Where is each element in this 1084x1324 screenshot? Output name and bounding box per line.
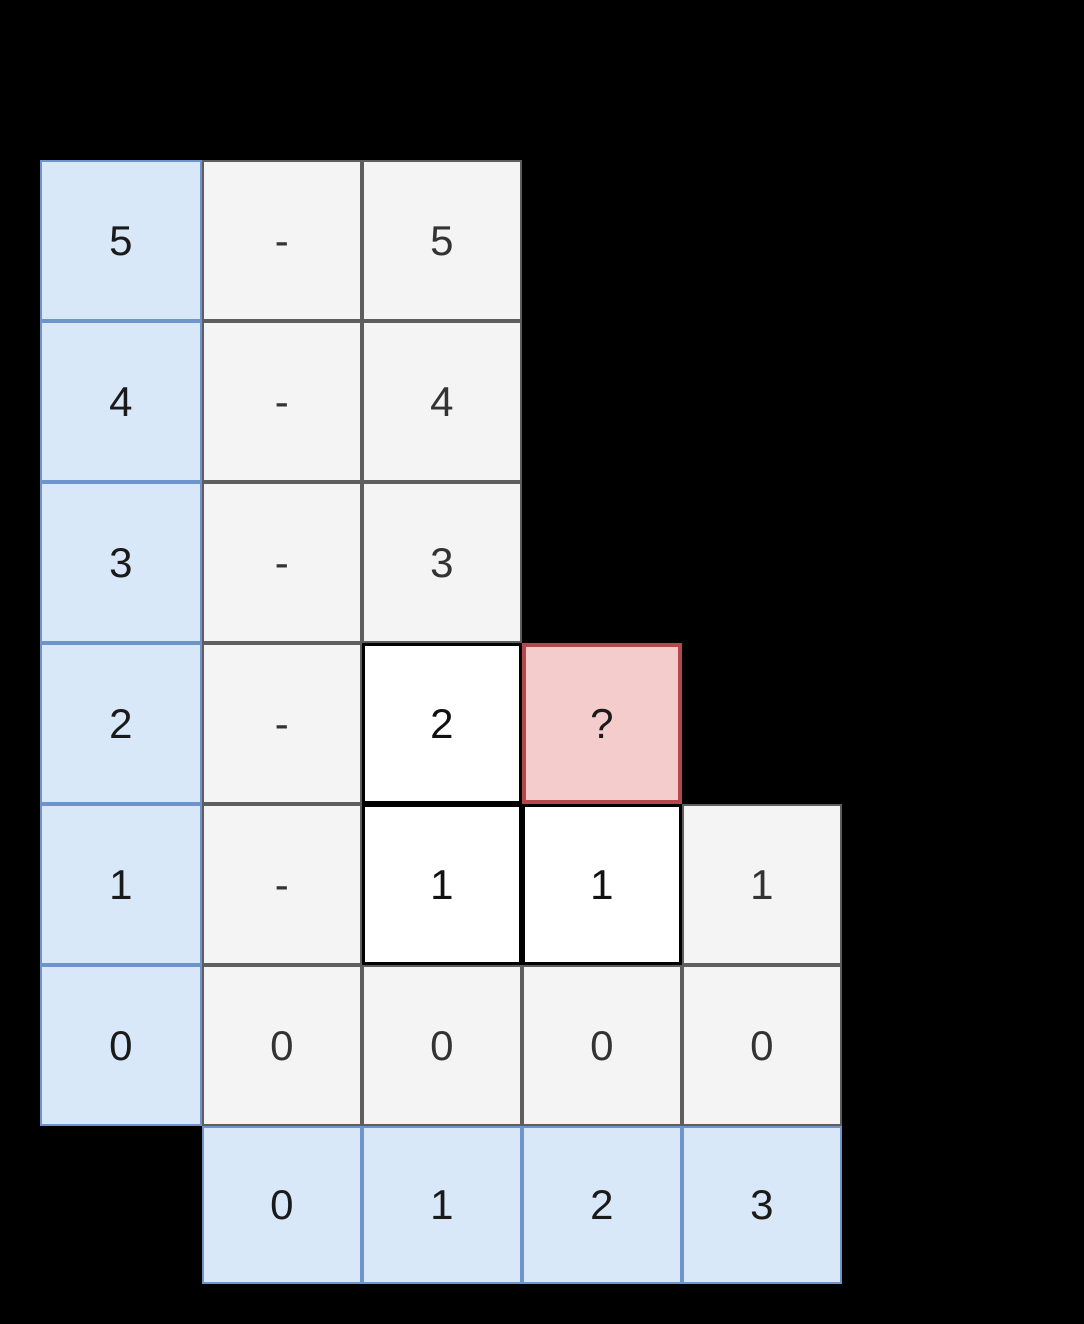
y-axis-label-3: 3 <box>40 482 202 643</box>
y-axis-label-0: 0 <box>40 965 202 1126</box>
x-axis-label-1: 1 <box>362 1126 522 1284</box>
cell-r0-c0[interactable]: 0 <box>202 965 362 1126</box>
cell-r1-c2[interactable]: 1 <box>522 804 682 965</box>
y-axis-label-5: 5 <box>40 160 202 321</box>
cell-r3-c0[interactable]: - <box>202 482 362 643</box>
x-axis-label-2: 2 <box>522 1126 682 1284</box>
y-axis-label-4: 4 <box>40 321 202 482</box>
cell-r1-c0[interactable]: - <box>202 804 362 965</box>
y-axis-label-2: 2 <box>40 643 202 804</box>
cell-r2-c2-unknown[interactable]: ? <box>522 643 682 804</box>
x-axis-label-3: 3 <box>682 1126 842 1284</box>
cell-r3-c1[interactable]: 3 <box>362 482 522 643</box>
cell-r0-c3[interactable]: 0 <box>682 965 842 1126</box>
cell-r5-c0[interactable]: - <box>202 160 362 321</box>
x-axis-label-0: 0 <box>202 1126 362 1284</box>
cell-r1-c3[interactable]: 1 <box>682 804 842 965</box>
cell-r4-c1[interactable]: 4 <box>362 321 522 482</box>
cell-r1-c1[interactable]: 1 <box>362 804 522 965</box>
cell-r2-c0[interactable]: - <box>202 643 362 804</box>
cell-r0-c1[interactable]: 0 <box>362 965 522 1126</box>
cell-r4-c0[interactable]: - <box>202 321 362 482</box>
cell-r5-c1[interactable]: 5 <box>362 160 522 321</box>
cell-r0-c2[interactable]: 0 <box>522 965 682 1126</box>
y-axis-label-1: 1 <box>40 804 202 965</box>
cell-r2-c1[interactable]: 2 <box>362 643 522 804</box>
